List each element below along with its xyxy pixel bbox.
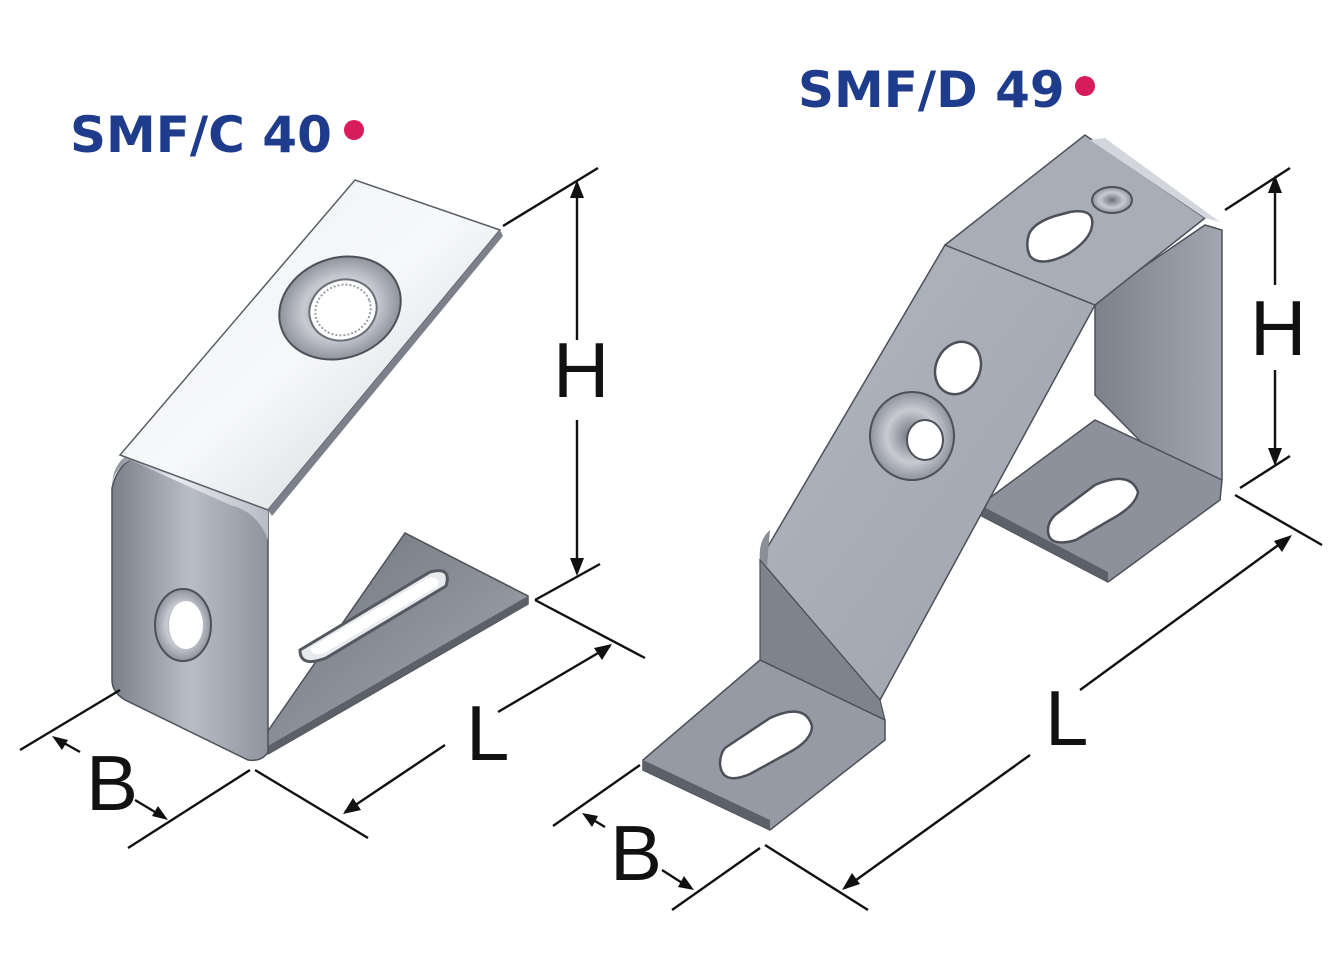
- d49-web-thread-hole: [906, 419, 944, 461]
- c40-label-h: H: [553, 326, 609, 414]
- c40-foot-edge: [268, 596, 528, 754]
- d49-l-arrow-bottom: [842, 873, 860, 890]
- d49-h-arrow-top: [1268, 175, 1282, 193]
- c40-h-arrow-bottom: [570, 558, 584, 576]
- c40-top-edge: [268, 230, 503, 516]
- d49-label-h: H: [1250, 284, 1306, 372]
- d49-label-l: L: [1045, 674, 1088, 762]
- d49-b-arrow-right: [678, 876, 694, 890]
- c40-dimension-lines: [19, 166, 646, 850]
- c40-thread-hole: [308, 278, 378, 342]
- c40-l-arrow-top: [594, 644, 612, 660]
- c40-foot-slot-inner: [310, 577, 439, 655]
- product-title-d49: SMF/D 49: [798, 61, 1065, 119]
- d49-b-arrow-left: [582, 813, 598, 827]
- d49-top-slot: [1026, 210, 1094, 263]
- c40-label-b: B: [86, 739, 138, 827]
- d49-label-b: B: [610, 809, 662, 897]
- bracket-smf-c40: [111, 179, 529, 762]
- d49-top-small-hole: [1091, 186, 1133, 214]
- c40-b-arrow-left: [52, 736, 68, 750]
- bracket-smf-d49: [642, 134, 1223, 831]
- c40-l-arrow-bottom: [343, 798, 361, 814]
- d49-l-arrow-top: [1274, 535, 1292, 552]
- d49-back-foot-edge: [980, 505, 1108, 582]
- product-title-c40: SMF/C 40: [70, 106, 332, 164]
- c40-b-arrow-right: [152, 806, 168, 820]
- d49-web-hole: [933, 340, 983, 396]
- d49-front-foot-edge: [643, 760, 770, 830]
- d49-dimension-lines: [552, 166, 1323, 912]
- d49-front-foot-slot: [718, 710, 814, 780]
- c40-label-l: L: [466, 689, 509, 777]
- d49-marker-dot: [1075, 76, 1095, 96]
- c40-thread: [314, 283, 372, 337]
- d49-top-edge: [1090, 138, 1220, 222]
- c40-h-arrow-top: [570, 180, 584, 198]
- c40-side-hole-inner: [169, 601, 203, 649]
- d49-back-foot-slot: [1046, 477, 1140, 544]
- c40-marker-dot: [344, 120, 364, 140]
- d49-h-arrow-bottom: [1268, 448, 1282, 466]
